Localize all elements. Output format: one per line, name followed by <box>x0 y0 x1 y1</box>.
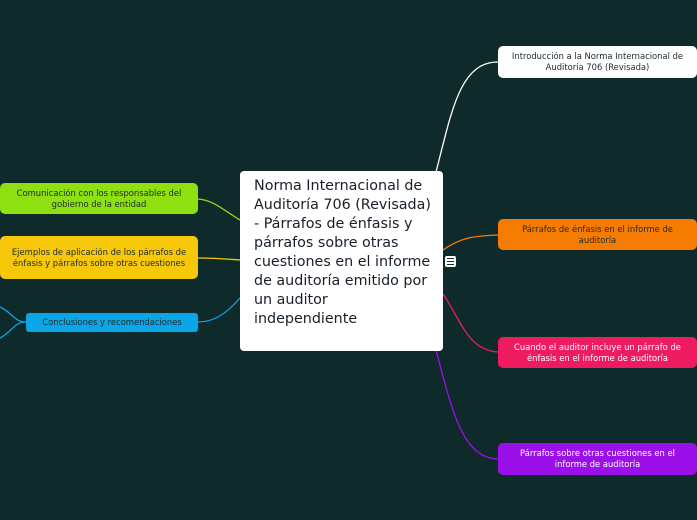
branch-conclusiones[interactable]: Conclusiones y recomendaciones <box>26 313 198 332</box>
branch-parrafos-otras-cuestiones[interactable]: Párrafos sobre otras cuestiones en el in… <box>498 443 697 475</box>
connector-enfasis <box>442 234 499 251</box>
connector-conclusiones-sub-1 <box>0 306 27 323</box>
connector-conclusiones-sub-2 <box>0 321 27 339</box>
connector-otras <box>435 349 499 460</box>
connector-intro <box>435 61 499 173</box>
connector-conclusiones <box>197 297 241 323</box>
branch-ejemplos[interactable]: Ejemplos de aplicación de los párrafos d… <box>0 236 198 279</box>
connector-cuando <box>442 293 499 353</box>
branch-auditor-incluye-enfasis[interactable]: Cuando el auditor incluye un párrafo de … <box>498 337 697 368</box>
central-topic[interactable]: Norma Internacional de Auditoría 706 (Re… <box>240 171 443 351</box>
branch-parrafos-enfasis[interactable]: Párrafos de énfasis en el informe de aud… <box>498 219 697 250</box>
connector-comunicacion <box>197 198 241 221</box>
branch-comunicacion[interactable]: Comunicación con los responsables del go… <box>0 183 198 214</box>
branch-introduccion[interactable]: Introducción a la Norma Internacional de… <box>498 46 697 78</box>
connector-ejemplos <box>197 257 241 261</box>
note-icon[interactable] <box>445 256 456 267</box>
